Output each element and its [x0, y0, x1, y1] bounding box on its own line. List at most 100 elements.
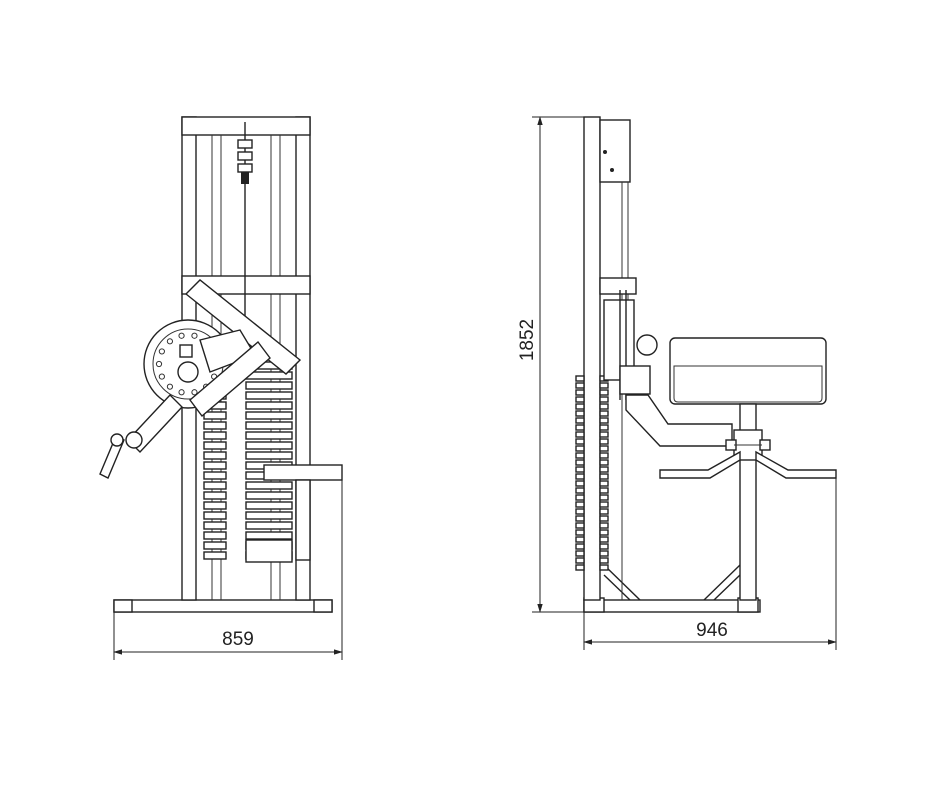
- weight-plate-side: [599, 417, 609, 424]
- weight-plate: [245, 391, 293, 400]
- weight-plate: [203, 441, 227, 450]
- weight-plate-side: [575, 529, 585, 536]
- weight-plate: [245, 411, 293, 420]
- weight-plate-side: [599, 543, 609, 550]
- weight-plate-side: [599, 473, 609, 480]
- front-cable: [237, 122, 253, 320]
- front-arm-mechanism: [99, 279, 302, 479]
- weight-plate: [245, 431, 293, 440]
- weight-plate-side: [599, 501, 609, 508]
- weight-plate-side: [575, 543, 585, 550]
- weight-plate-side: [575, 382, 585, 389]
- weight-plate-side: [599, 522, 609, 529]
- weight-plate: [203, 421, 227, 430]
- weight-plate-side: [575, 375, 585, 382]
- weight-plate-side: [575, 452, 585, 459]
- weight-plate: [245, 421, 293, 430]
- front-width-dimension: 859: [113, 480, 343, 660]
- weight-plate-side: [575, 494, 585, 501]
- weight-plate-side: [575, 459, 585, 466]
- front-view: 859: [99, 116, 343, 660]
- front-width-label: 859: [222, 629, 254, 650]
- weight-plate-side: [575, 508, 585, 515]
- weight-plate-side: [599, 557, 609, 564]
- weight-plate-side: [575, 515, 585, 522]
- side-seat: [659, 337, 837, 601]
- weight-plate: [203, 551, 227, 560]
- wheel-hole: [178, 332, 185, 339]
- weight-plate: [245, 381, 293, 390]
- weight-plate-side: [599, 445, 609, 452]
- weight-plate: [203, 541, 227, 550]
- weight-plate-side: [575, 466, 585, 473]
- weight-plate: [203, 531, 227, 540]
- weight-plate-side: [599, 550, 609, 557]
- wheel-hole: [155, 360, 163, 368]
- weight-plate-side: [575, 445, 585, 452]
- weight-plate-side: [575, 403, 585, 410]
- weight-plate: [245, 451, 293, 460]
- weight-plate-side: [599, 452, 609, 459]
- weight-plate-side: [599, 487, 609, 494]
- front-stack-base: [245, 539, 293, 563]
- weight-plate-side: [575, 501, 585, 508]
- weight-plate: [203, 411, 227, 420]
- side-view: 1852 946: [517, 116, 837, 650]
- weight-plate-side: [599, 494, 609, 501]
- wheel-hole: [166, 338, 174, 345]
- wheel-hole: [158, 373, 165, 380]
- weight-plate: [203, 431, 227, 440]
- weight-plate-side: [575, 396, 585, 403]
- wheel-hole: [158, 348, 165, 355]
- side-depth-dimension: 946: [583, 478, 837, 650]
- weight-plate: [245, 441, 293, 450]
- weight-plate-side: [599, 480, 609, 487]
- weight-plate-side: [599, 466, 609, 473]
- weight-plate-side: [599, 536, 609, 543]
- weight-plate-side: [575, 550, 585, 557]
- front-seat: [263, 464, 343, 561]
- weight-plate-side: [599, 382, 609, 389]
- weight-plate-side: [599, 424, 609, 431]
- weight-plate-side: [575, 557, 585, 564]
- weight-plate: [245, 531, 293, 540]
- weight-plate-side: [575, 410, 585, 417]
- weight-plate-side: [575, 389, 585, 396]
- weight-plate: [203, 461, 227, 470]
- weight-plate-side: [599, 529, 609, 536]
- weight-plate-side: [599, 438, 609, 445]
- wheel-hole: [191, 389, 198, 396]
- weight-plate: [203, 511, 227, 520]
- front-base: [113, 599, 333, 613]
- weight-plate: [203, 501, 227, 510]
- side-height-label: 1852: [517, 319, 538, 361]
- weight-plate-side: [575, 438, 585, 445]
- side-arm-mechanism: [603, 290, 733, 447]
- side-weight-stack: [575, 375, 609, 571]
- weight-plate-side: [599, 515, 609, 522]
- weight-plate: [203, 491, 227, 500]
- weight-plate-side: [575, 473, 585, 480]
- side-base: [583, 564, 761, 613]
- weight-plate: [245, 521, 293, 530]
- side-depth-label: 946: [696, 620, 728, 641]
- weight-plate-side: [599, 508, 609, 515]
- weight-plate-side: [599, 403, 609, 410]
- weight-plate-side: [575, 417, 585, 424]
- weight-plate-side: [599, 410, 609, 417]
- weight-plate-side: [575, 424, 585, 431]
- weight-plate-side: [599, 564, 609, 571]
- side-height-dimension: 1852: [517, 116, 584, 613]
- weight-plate: [245, 401, 293, 410]
- weight-plate-side: [575, 536, 585, 543]
- weight-plate: [245, 511, 293, 520]
- wheel-hole: [178, 389, 185, 396]
- wheel-hole: [166, 383, 174, 390]
- weight-plate: [203, 451, 227, 460]
- weight-plate-side: [575, 487, 585, 494]
- weight-plate: [203, 471, 227, 480]
- weight-plate-side: [575, 564, 585, 571]
- weight-plate-side: [575, 522, 585, 529]
- wheel-hole: [191, 332, 198, 339]
